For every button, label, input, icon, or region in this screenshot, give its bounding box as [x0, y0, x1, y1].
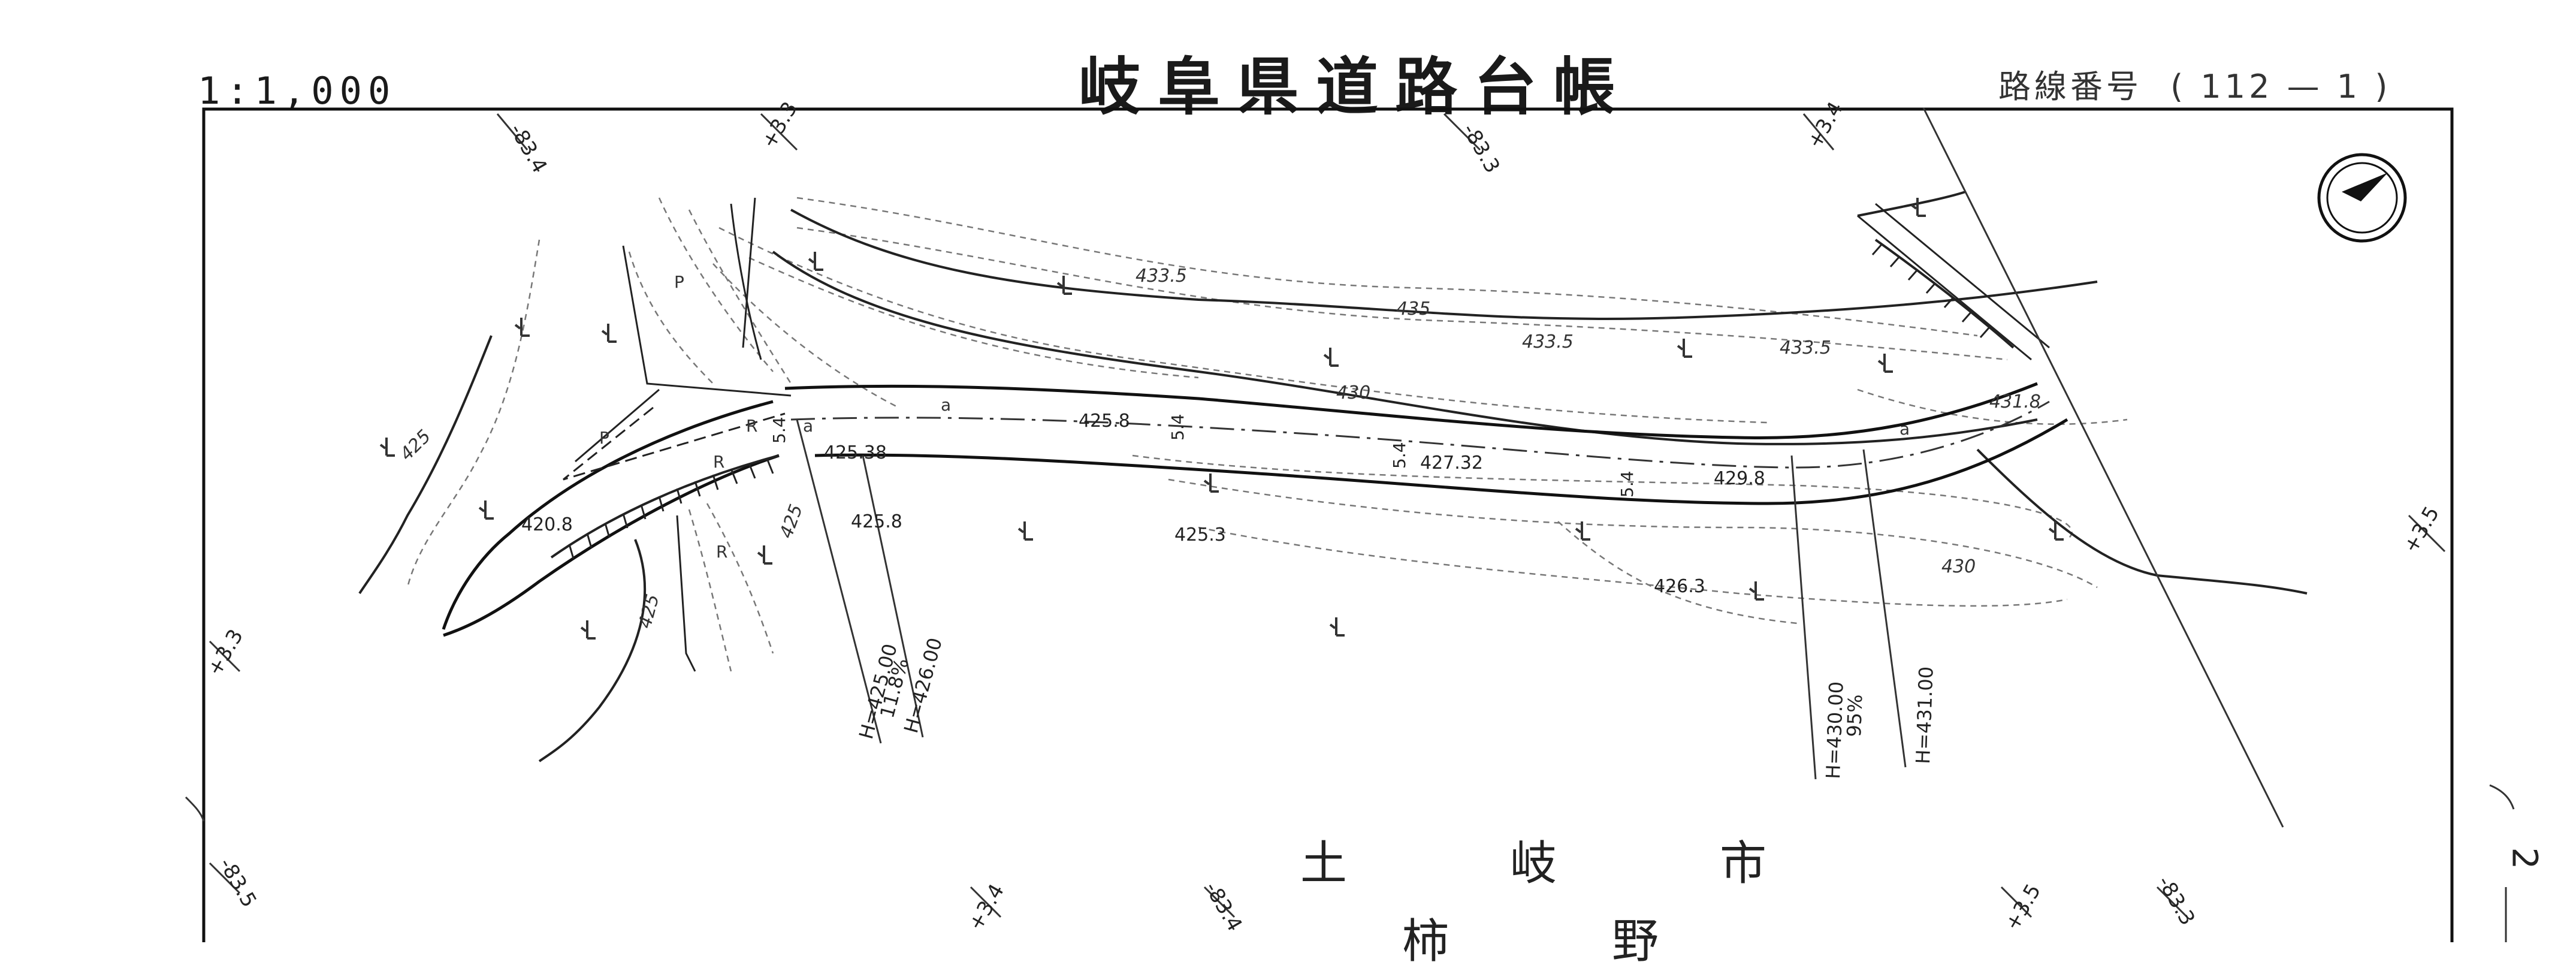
spot-height: 425.8: [1079, 411, 1130, 432]
grid-tick-label: +3.3: [757, 98, 802, 153]
grid-tick-label: -83.5: [214, 854, 261, 912]
field-letter: a: [803, 416, 813, 436]
city-char: 土: [1300, 837, 1348, 891]
index-contours: [358, 191, 2308, 762]
contour-label: 431.8: [1989, 391, 2041, 412]
route-number: 路線番号 ( 112 — 1 ): [1998, 60, 2391, 107]
map-scale: 1:1,000: [198, 69, 397, 113]
contour-label: 425: [776, 502, 807, 541]
profile-label: H=431.00: [1911, 666, 1938, 764]
north-arrow-icon: [2317, 153, 2407, 243]
field-letter: P: [674, 272, 684, 292]
sheet-edge-marks: [185, 784, 2515, 942]
spot-height: 420.8: [521, 514, 573, 535]
grid-tick-label: -83.4: [505, 120, 552, 177]
contour-label: 433.5: [1136, 266, 1187, 287]
field-letter: R: [713, 452, 724, 472]
spot-height: 425.3: [1174, 524, 1226, 545]
spot-height: 425.38: [824, 442, 887, 463]
profile-labels: H=425.00 11.8% H=426.00 H=430.00 95% H=4…: [854, 635, 1938, 779]
road-width: 5.4: [1390, 442, 1409, 469]
side-road: [563, 197, 792, 672]
spot-height: 427.32: [1420, 453, 1483, 474]
profile-label: H=430.00: [1822, 681, 1848, 779]
spot-heights: 425.38 425.8 425.8 420.8 425.3 427.32 42…: [521, 411, 1765, 597]
road-map: 433.5 435 433.5 433.5 430 431.8 425 425 …: [185, 98, 2515, 942]
contour-label: 430: [1336, 382, 1370, 403]
field-letter: a: [1899, 419, 1910, 439]
grid-tick-label: -83.4: [1200, 878, 1247, 936]
road-width-labels: 5.4 5.4 5.4 5.4: [769, 414, 1637, 497]
route-number-value: ( 112 — 1 ): [2170, 68, 2391, 105]
field-letter: P: [599, 428, 609, 448]
field-letter: R: [716, 542, 727, 562]
district-char: 野: [1612, 915, 1659, 969]
contour-label: 433.5: [1522, 331, 1574, 352]
contour-label: 433.5: [1780, 337, 1831, 358]
city-char: 岐: [1510, 837, 1557, 891]
spot-height: 425.8: [851, 511, 902, 532]
road-width: 5.4: [769, 417, 789, 444]
slope-hachures: [550, 203, 2050, 559]
map-title: 岐阜県道路台帳: [1079, 50, 1633, 123]
grid-tick-label: +3.4: [1802, 98, 1848, 153]
sheet-number: 2: [2504, 847, 2545, 870]
grid-tick-label: +3.5: [2000, 880, 2046, 935]
prefectural-road: [442, 382, 2068, 637]
grid-tick-label: +3.3: [203, 625, 248, 680]
profile-label: 95%: [1843, 694, 1867, 737]
spot-height: 426.3: [1654, 576, 1705, 597]
spot-height: 429.8: [1714, 468, 1765, 489]
contour-label: 425: [396, 426, 435, 465]
road-width: 5.4: [1168, 414, 1188, 441]
contour-label: 435: [1396, 298, 1430, 319]
district-char: 柿: [1402, 915, 1449, 969]
route-number-label: 路線番号: [1998, 68, 2142, 105]
field-letter: a: [941, 395, 951, 415]
grid-tick-label: -83.3: [1457, 120, 1505, 177]
grid-tick-label: +3.5: [2399, 502, 2444, 557]
contour-label: 430: [1941, 556, 1976, 577]
map-frame: [202, 107, 2454, 942]
grid-tick-label: +3.4: [964, 880, 1009, 935]
city-char: 市: [1720, 837, 1767, 891]
field-letters: P P R R R a a a: [599, 272, 1910, 562]
grid-ticks: [209, 113, 2446, 918]
grid-tick-label: -83.3: [2152, 872, 2200, 930]
field-letter: R: [746, 416, 757, 436]
road-center-line: [790, 400, 2050, 469]
contour-lines: [406, 197, 2128, 672]
road-width: 5.4: [1617, 471, 1637, 497]
contour-label: 425: [635, 592, 664, 631]
station-lines: [796, 107, 2284, 828]
